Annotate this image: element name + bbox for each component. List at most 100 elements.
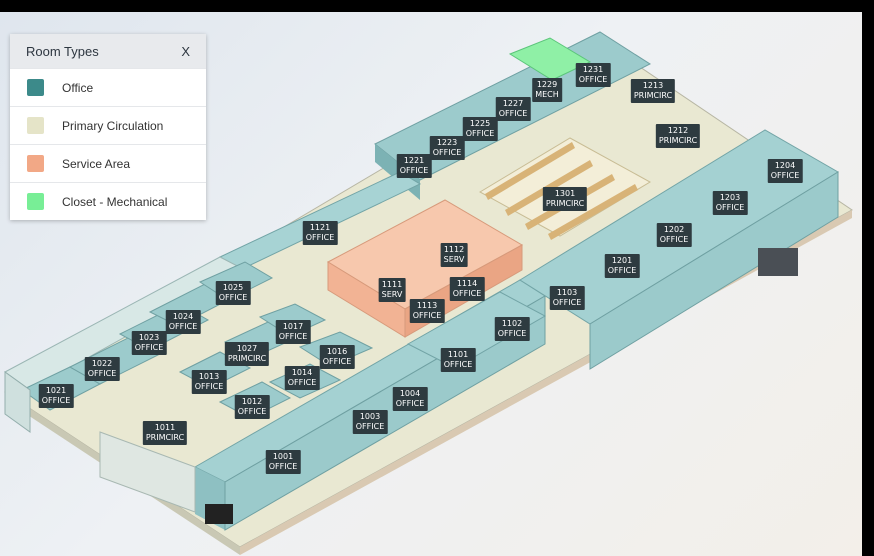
- room-type: OFFICE: [134, 343, 164, 352]
- room-number: 1014: [291, 368, 313, 377]
- room-number: 1229: [536, 80, 558, 89]
- room-number: 1201: [611, 256, 633, 265]
- legend-item-service-area: Service Area: [10, 144, 206, 182]
- legend-item-label: Closet - Mechanical: [62, 194, 168, 209]
- room-number: 1223: [436, 138, 458, 147]
- legend-item-label: Office: [62, 80, 94, 95]
- room-number: 1001: [272, 452, 294, 461]
- room-number: 1022: [91, 359, 113, 368]
- room-type: OFFICE: [715, 203, 745, 212]
- room-number: 1113: [416, 301, 438, 310]
- closet-mechanical-color-swatch: [27, 193, 44, 210]
- room-number: 1121: [309, 223, 331, 232]
- room-number: 1301: [554, 189, 576, 198]
- legend-item-closet-mechanical: Closet - Mechanical: [10, 182, 206, 220]
- room-type: OFFICE: [287, 378, 317, 387]
- room-type: OFFICE: [452, 289, 482, 298]
- legend-close-button[interactable]: X: [181, 43, 190, 59]
- room-type: SERV: [381, 290, 403, 299]
- legend-item-primary-circulation: Primary Circulation: [10, 106, 206, 144]
- room-number: 1017: [282, 322, 304, 331]
- floor-plan-model[interactable]: [0, 12, 862, 556]
- room-number: 1021: [45, 386, 67, 395]
- room-type: OFFICE: [770, 171, 800, 180]
- room-number: 1202: [663, 225, 685, 234]
- room-number: 1221: [403, 156, 425, 165]
- room-number: 1212: [667, 126, 689, 135]
- room-number: 1013: [198, 372, 220, 381]
- room-number: 1023: [138, 333, 160, 342]
- room-type: PRIMCIRC: [145, 433, 185, 442]
- room-type: PRIMCIRC: [633, 91, 673, 100]
- room-type: OFFICE: [194, 382, 224, 391]
- room-type: PRIMCIRC: [227, 354, 267, 363]
- room-number: 1003: [359, 412, 381, 421]
- room-number: 1011: [154, 423, 176, 432]
- room-number: 1225: [469, 119, 491, 128]
- room-type: OFFICE: [278, 332, 308, 341]
- room-type: OFFICE: [659, 235, 689, 244]
- room-number: 1203: [719, 193, 741, 202]
- room-type: MECH: [535, 90, 559, 99]
- room-number: 1004: [399, 389, 421, 398]
- room-number: 1025: [222, 283, 244, 292]
- legend-item-office: Office: [10, 68, 206, 106]
- legend-item-label: Service Area: [62, 156, 131, 171]
- room-number: 1024: [172, 312, 194, 321]
- legend-header: Room Types X: [10, 34, 206, 68]
- room-type: OFFICE: [465, 129, 495, 138]
- room-type: OFFICE: [395, 399, 425, 408]
- room-type: OFFICE: [607, 266, 637, 275]
- room-type: OFFICE: [218, 293, 248, 302]
- room-type: OFFICE: [498, 109, 528, 118]
- room-type: OFFICE: [552, 298, 582, 307]
- room-type: OFFICE: [497, 329, 527, 338]
- room-type: OFFICE: [399, 166, 429, 175]
- room-number: 1016: [326, 347, 348, 356]
- room-number: 1114: [456, 279, 478, 288]
- room-type: OFFICE: [41, 396, 71, 405]
- room-number: 1231: [582, 65, 604, 74]
- room-type: PRIMCIRC: [545, 199, 585, 208]
- office-color-swatch: [27, 79, 44, 96]
- room-type: OFFICE: [305, 233, 335, 242]
- legend-title: Room Types: [26, 43, 99, 59]
